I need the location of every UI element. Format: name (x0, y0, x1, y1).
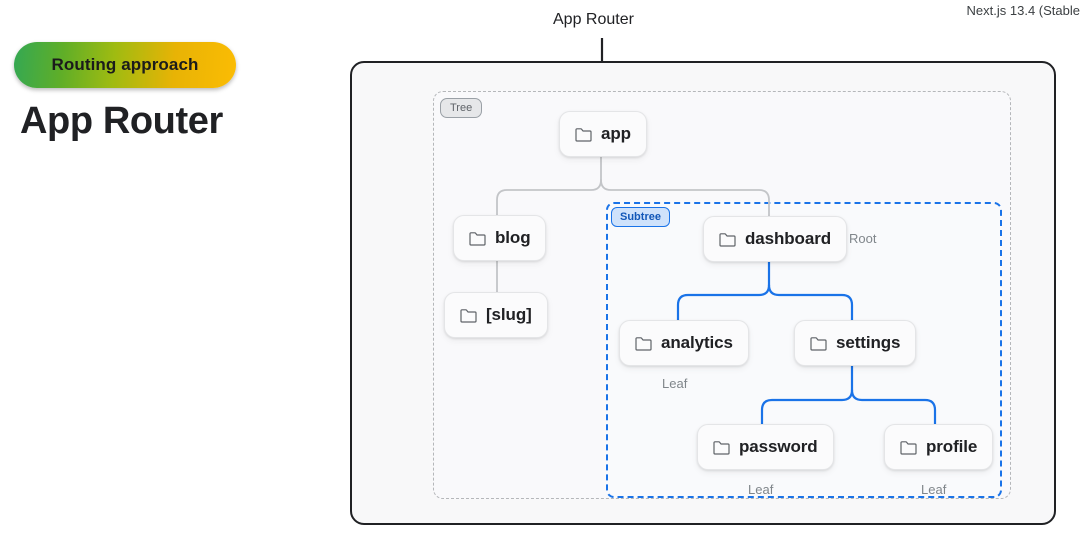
tree-node-blog[interactable]: blog (453, 215, 547, 261)
folder-icon (460, 308, 477, 323)
tree-node-label: app (601, 124, 631, 143)
annotation-leaf-profile: Leaf (921, 482, 947, 497)
tree-node-password[interactable]: password (697, 424, 834, 470)
tree-node-label: blog (495, 228, 531, 247)
subtree-badge: Subtree (611, 207, 670, 227)
annotation-root: Root (849, 231, 877, 246)
tree-node-settings[interactable]: settings (794, 320, 917, 366)
folder-icon (810, 336, 827, 351)
tree-node-label: password (739, 437, 818, 456)
routing-approach-badge: Routing approach (14, 42, 236, 88)
folder-icon (635, 336, 652, 351)
tree-node-label: settings (836, 333, 901, 352)
tree-node-app[interactable]: app (559, 111, 647, 157)
folder-icon (900, 440, 917, 455)
version-note: Next.js 13.4 (Stable (966, 3, 1080, 18)
tree-node-label: analytics (661, 333, 733, 352)
tree-node-label: [slug] (486, 305, 532, 324)
tree-node-profile[interactable]: profile (884, 424, 994, 470)
folder-icon (719, 232, 736, 247)
tree-node-dashboard[interactable]: dashboard (703, 216, 848, 262)
tree-node-label: profile (926, 437, 978, 456)
tree-badge: Tree (440, 98, 483, 118)
tree-node-slug[interactable]: [slug] (444, 292, 548, 338)
routing-approach-badge-label: Routing approach (51, 55, 199, 74)
tree-node-analytics[interactable]: analytics (619, 320, 749, 366)
page-title: App Router (20, 100, 223, 142)
diagram-title: App Router (553, 11, 634, 28)
annotation-leaf-password: Leaf (748, 482, 774, 497)
folder-icon (575, 127, 592, 142)
folder-icon (713, 440, 730, 455)
tree-node-label: dashboard (745, 229, 832, 248)
folder-icon (469, 231, 486, 246)
annotation-leaf-analytics: Leaf (662, 376, 688, 391)
left-panel: Routing approach App Router (0, 0, 340, 541)
